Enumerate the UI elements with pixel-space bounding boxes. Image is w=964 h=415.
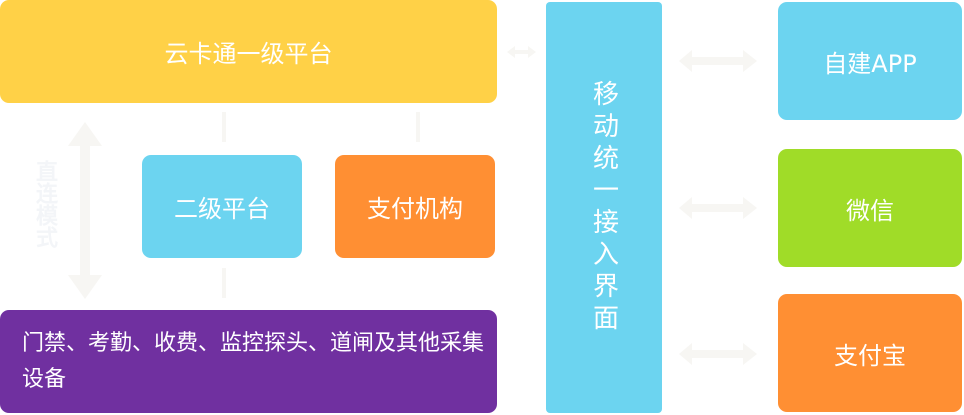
direct-mode-label: 直连模式 [32, 160, 57, 248]
devices-box: 门禁、考勤、收费、监控探头、道闸及其他采集设备 [0, 310, 497, 413]
secondary-platform-box: 二级平台 [142, 155, 302, 258]
arrow-l2-dev [222, 268, 226, 298]
payment-institution-box: 支付机构 [335, 155, 495, 258]
double-arrow-vertical-left [68, 122, 102, 299]
mobile-interface-box: 移动统一接入界面 [546, 2, 662, 413]
double-arrow-wechat [679, 197, 757, 219]
channel-alipay-box: 支付宝 [778, 294, 962, 412]
double-arrow-top-mobile [507, 46, 536, 58]
channel-app-box: 自建APP [778, 2, 962, 120]
double-arrow-alipay [679, 343, 757, 365]
arrow-top-pay [416, 112, 420, 142]
double-arrow-app [679, 50, 757, 72]
top-platform-box: 云卡通一级平台 [0, 0, 497, 103]
arrow-top-l2 [222, 112, 226, 142]
channel-wechat-box: 微信 [778, 149, 962, 267]
mobile-interface-label: 移动统一接入界面 [588, 79, 619, 336]
